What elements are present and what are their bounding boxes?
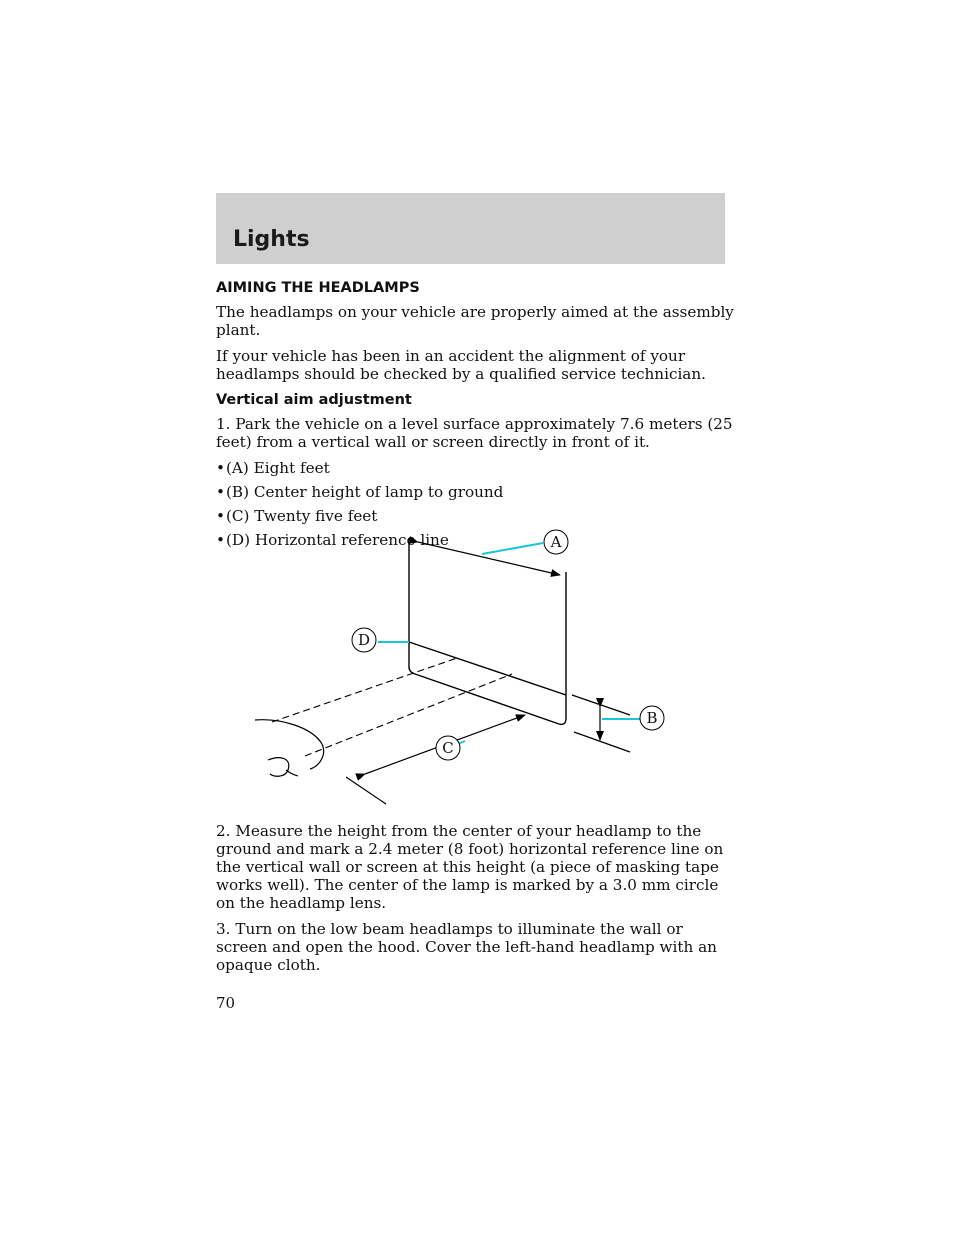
bullet-icon: • [216,507,225,525]
vehicle-outline [254,719,325,770]
wall-bottom-edge [408,572,567,726]
headlamp-aim-diagram: A D B C [254,529,665,805]
dimension-b-upper-ext [571,694,631,716]
dimension-c-tick [345,776,387,805]
step-2: 2. Measure the height from the center of… [216,822,724,912]
bullet-icon: • [216,483,225,501]
bullet-icon: • [216,459,225,477]
dimension-b-lower-ext [573,731,631,753]
label-a: A [550,533,562,551]
intro-paragraph-2: If your vehicle has been in an accident … [216,347,706,383]
lower-content: 2. Measure the height from the center of… [216,822,736,982]
label-b: B [646,709,657,727]
section-title: Lights [233,227,310,252]
list-item-text: (A) Eight feet [226,459,330,477]
label-d: D [358,631,370,649]
beam-lower [304,673,513,757]
label-c: C [442,739,453,757]
section-header: Lights [216,193,725,264]
list-item: •(B) Center height of lamp to ground [216,483,736,501]
label-a-leader [481,542,544,555]
legend-list: •(A) Eight feet •(B) Center height of la… [216,459,736,549]
reference-line [408,641,567,696]
page-number: 70 [216,994,236,1012]
label-c-circle [435,735,461,761]
subheading: Vertical aim adjustment [216,392,412,408]
main-heading: AIMING THE HEADLAMPS [216,280,420,296]
page-content: AIMING THE HEADLAMPS The headlamps on yo… [216,279,736,555]
bullet-icon: • [216,531,225,549]
beam-upper [271,657,458,723]
step-1: 1. Park the vehicle on a level surface a… [216,415,733,451]
label-d-circle [351,627,377,653]
headlamp-outline [267,757,290,777]
list-item: •(C) Twenty five feet [216,507,736,525]
list-item-text: (C) Twenty five feet [226,507,378,525]
label-a-circle [543,529,569,555]
step-3: 3. Turn on the low beam headlamps to ill… [216,920,717,974]
headlamp-lens [285,769,299,777]
list-item: •(A) Eight feet [216,459,736,477]
list-item-text: (D) Horizontal reference line [226,531,449,549]
dimension-a-arrow [408,536,561,577]
intro-paragraph-1: The headlamps on your vehicle are proper… [216,303,734,339]
list-item-text: (B) Center height of lamp to ground [226,483,504,501]
list-item: •(D) Horizontal reference line [216,531,736,549]
label-b-circle [639,705,665,731]
